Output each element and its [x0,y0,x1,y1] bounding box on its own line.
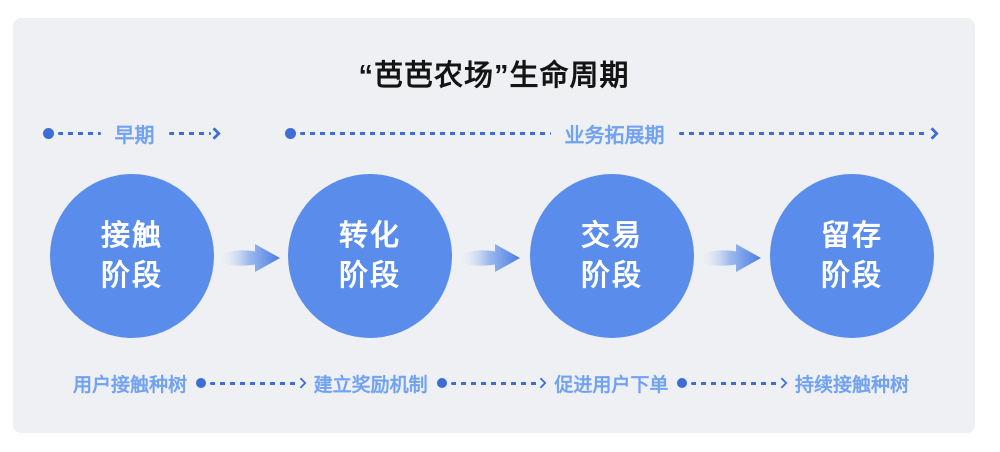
action-connector [196,377,307,389]
flow-arrow-icon [222,244,280,272]
stage-circle-contact: 接触 阶段 [50,174,214,338]
timeline-early-phase: 早期 [43,122,221,147]
dashed-line [58,131,101,135]
stage-title-line: 接触 [100,220,163,252]
stage-title-line: 阶段 [100,260,163,292]
diagram-title: “芭芭农场”生命周期 [358,60,630,92]
action-connector [677,377,788,389]
stage-title-line: 阶段 [820,260,883,292]
dashed-line [210,381,298,385]
dashed-line [678,131,929,135]
flow-arrow-icon [462,244,520,272]
arrow-head-icon [535,377,547,389]
diagram-panel: “芭芭农场”生命周期 早期 业务拓展期 接触 阶段 转化 阶段 交易 阶段 留存… [13,18,975,433]
stage-title-line: 阶段 [338,260,401,292]
connector-dot-icon [677,378,688,388]
dashed-line [450,381,539,385]
arrow-head-icon [926,126,939,140]
arrow-head-icon [208,126,221,140]
timeline-expansion-label: 业务拓展期 [564,124,665,147]
stage-title-line: 交易 [580,220,643,252]
action-label-retention: 持续接触种树 [794,374,909,396]
stage-title-line: 阶段 [580,260,643,292]
action-row: 用户接触种树 建立奖励机制 促进用户下单 持续接触种树 [73,370,909,396]
timeline-start-dot-icon [43,127,54,139]
connector-dot-icon [436,378,447,388]
arrow-head-icon [294,377,307,389]
stage-title-line: 转化 [338,220,401,252]
dashed-line [691,381,779,385]
action-label-contact: 用户接触种树 [73,374,188,396]
stage-circle-transaction: 交易 阶段 [530,174,694,338]
timeline-early-label: 早期 [114,124,155,147]
dashed-line [300,131,551,135]
timeline-start-dot-icon [285,127,296,139]
flow-arrow-icon [703,244,761,272]
stage-title-line: 留存 [820,220,883,252]
action-label-conversion: 建立奖励机制 [313,374,428,396]
dashed-line [168,131,211,135]
stage-circle-conversion: 转化 阶段 [288,174,452,338]
stage-circle-retention: 留存 阶段 [770,174,934,338]
arrow-head-icon [776,377,788,389]
action-label-transaction: 促进用户下单 [554,374,669,396]
connector-dot-icon [196,378,207,388]
action-connector [436,377,547,389]
timeline-expansion-phase: 业务拓展期 [285,122,939,147]
